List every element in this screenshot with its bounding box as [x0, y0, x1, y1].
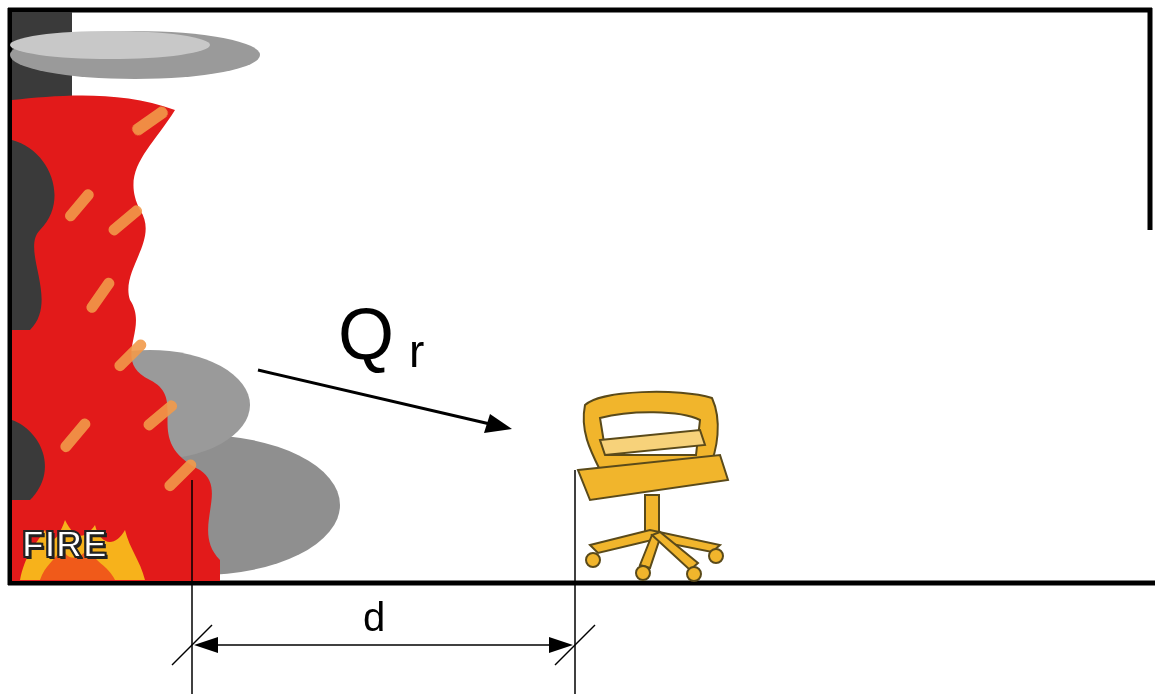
- fire-illustration: [10, 12, 340, 581]
- heat-flux-subscript: r: [409, 328, 424, 374]
- distance-label: d: [363, 597, 385, 637]
- fire-badge-text: FIRE: [22, 527, 108, 563]
- room-walls: [8, 8, 1155, 585]
- heat-flux-symbol: Q: [338, 298, 394, 370]
- office-chair: [578, 392, 728, 581]
- radiation-arrow: [258, 370, 512, 433]
- dimension-line: [172, 470, 595, 694]
- dimension-arrowheads: [194, 637, 573, 653]
